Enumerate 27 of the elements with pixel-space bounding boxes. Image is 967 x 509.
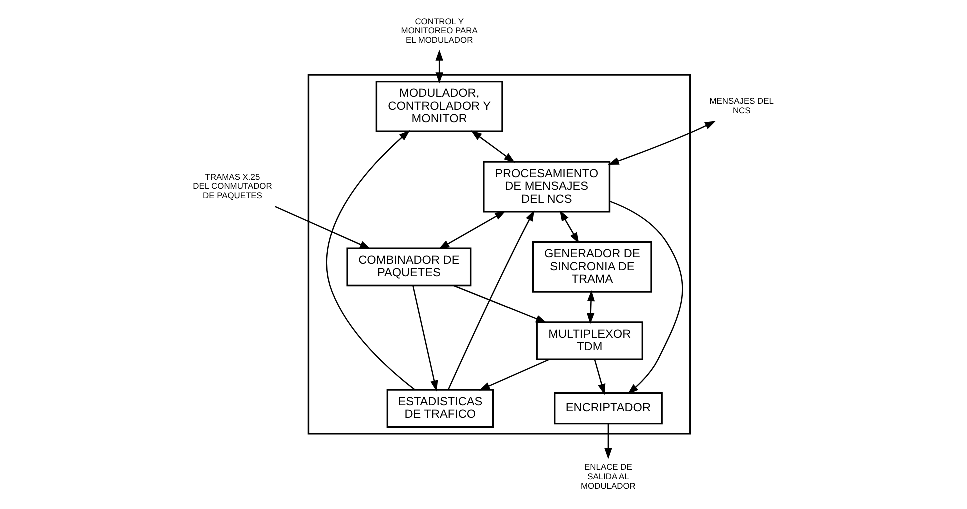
arrow xyxy=(438,211,506,250)
node-text: MENSAJES DEL NCS xyxy=(710,96,774,116)
node-text: CONTROL Y MONITOREO PARA EL MODULADOR xyxy=(401,16,478,45)
arrow xyxy=(436,50,444,84)
node-box: MULTIPLEXOR TDM xyxy=(536,322,644,360)
node-box: ENCRIPTADOR xyxy=(554,392,663,425)
arrow xyxy=(448,210,535,390)
arrow xyxy=(604,424,612,460)
arrow xyxy=(275,206,372,250)
arrow xyxy=(560,210,580,244)
arrow xyxy=(608,121,716,166)
arrow xyxy=(471,130,516,163)
node-text: TRAMAS X.25 DEL CONMUTADOR DE PAQUETES xyxy=(193,172,272,200)
node-box: GENERADOR DE SINCRONIA DE TRAMA xyxy=(532,241,652,293)
arrow xyxy=(610,200,684,394)
node-box: ESTADISTICAS DE TRAFICO xyxy=(386,389,494,428)
cluster xyxy=(308,74,692,435)
node-text: ENLACE DE SALIDA AL MODULADOR xyxy=(581,462,636,491)
arrow xyxy=(453,285,548,324)
node-box: MODULADOR, CONTROLADOR Y MONITOR xyxy=(376,80,504,132)
arrow xyxy=(594,360,606,396)
arrow xyxy=(479,359,550,391)
arrow xyxy=(326,130,416,390)
node-box: PROCESAMIENTO DE MENSAJES DEL NCS xyxy=(483,161,611,213)
node-box: COMBINADOR DE PAQUETES xyxy=(346,248,472,287)
arrow xyxy=(586,290,596,324)
arrow xyxy=(412,286,438,392)
